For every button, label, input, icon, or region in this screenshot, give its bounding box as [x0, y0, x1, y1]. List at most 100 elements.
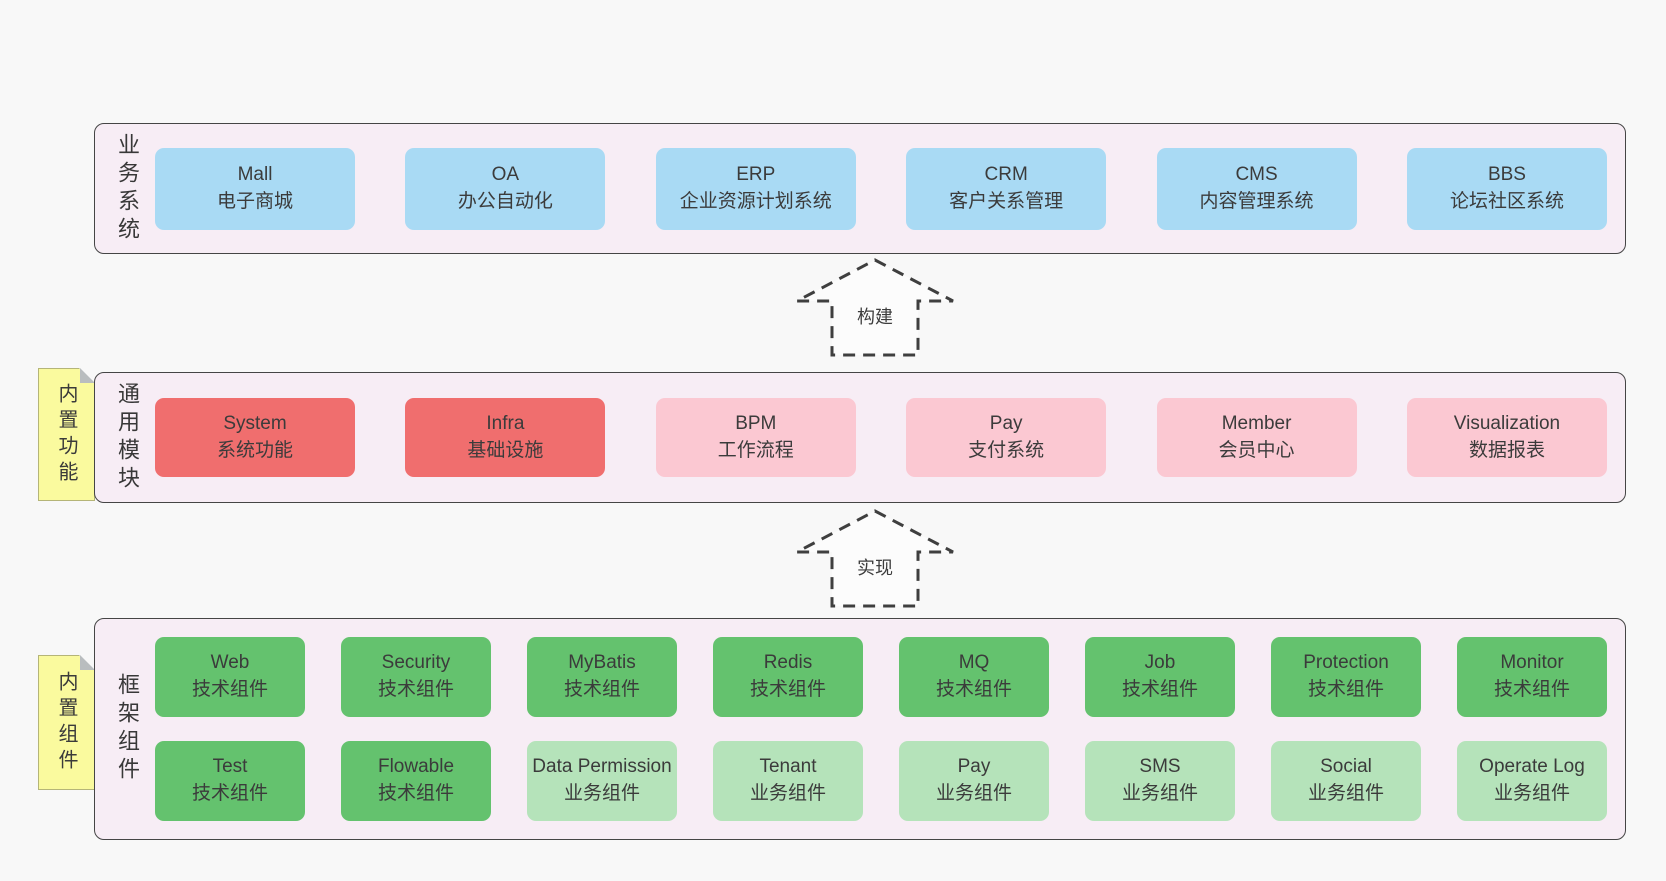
card-sms: SMS 业务组件 [1085, 741, 1235, 821]
card-security: Security 技术组件 [341, 637, 491, 717]
card-monitor: Monitor 技术组件 [1457, 637, 1607, 717]
card-title: Pay [957, 756, 991, 778]
card-subtitle: 技术组件 [935, 679, 1012, 700]
card-title: BPM [735, 412, 777, 434]
card-title: Security [381, 652, 451, 674]
card-cms: CMS 内容管理系统 [1156, 147, 1357, 230]
framework-row-2: Test 技术组件 Flowable 技术组件 Data Permission … [155, 741, 1607, 821]
card-subtitle: 业务组件 [563, 783, 640, 804]
card-pay-system: Pay 支付系统 [906, 398, 1107, 477]
card-subtitle: 数据报表 [1468, 439, 1545, 461]
card-subtitle: 会员中心 [1218, 439, 1295, 461]
card-title: Operate Log [1479, 756, 1585, 778]
card-mq: MQ 技术组件 [899, 637, 1049, 717]
card-member: Member 会员中心 [1156, 398, 1357, 477]
up-arrow-icon [796, 258, 954, 357]
build-arrow: 构建 [790, 256, 960, 360]
implement-arrow: 实现 [790, 507, 960, 611]
card-title: CMS [1235, 163, 1278, 185]
card-title: Redis [763, 652, 813, 674]
card-subtitle: 技术组件 [1121, 679, 1198, 700]
card-title: Tenant [759, 756, 817, 778]
band-label-framework: 框架组件 [115, 673, 140, 785]
up-arrow-icon [796, 509, 954, 608]
card-title: ERP [736, 163, 776, 185]
card-system: System 系统功能 [155, 398, 355, 477]
card-job: Job 技术组件 [1085, 637, 1235, 717]
card-subtitle: 业务组件 [1493, 783, 1570, 804]
card-operate-log: Operate Log 业务组件 [1457, 741, 1607, 821]
card-infra: Infra 基础设施 [405, 398, 606, 477]
card-subtitle: 客户关系管理 [949, 190, 1064, 212]
card-subtitle: 业务组件 [1121, 783, 1198, 804]
card-crm: CRM 客户关系管理 [906, 147, 1107, 230]
card-subtitle: 技术组件 [191, 783, 268, 804]
card-title: BBS [1487, 163, 1526, 185]
card-title: Flowable [377, 756, 455, 778]
card-subtitle: 技术组件 [191, 679, 268, 700]
card-subtitle: 技术组件 [377, 783, 454, 804]
card-data-permission: Data Permission 业务组件 [527, 741, 677, 821]
card-subtitle: 企业资源计划系统 [679, 190, 832, 212]
card-title: CRM [984, 163, 1028, 185]
card-subtitle: 技术组件 [749, 679, 826, 700]
sticky-built-in-components: 内置组件 [38, 655, 95, 790]
card-title: Job [1144, 652, 1176, 674]
card-title: Social [1320, 756, 1372, 778]
card-title: Data Permission [532, 756, 672, 778]
card-title: Protection [1303, 652, 1389, 674]
card-title: Mall [237, 163, 273, 185]
band-label-business: 业务系统 [115, 132, 140, 245]
card-title: Web [210, 652, 250, 674]
card-subtitle: 技术组件 [1307, 679, 1384, 700]
card-redis: Redis 技术组件 [713, 637, 863, 717]
card-erp: ERP 企业资源计划系统 [655, 147, 856, 230]
card-subtitle: 论坛社区系统 [1449, 190, 1564, 212]
band-common-modules: 通用模块 System 系统功能 Infra 基础设施 BPM 工作流程 Pay… [94, 372, 1626, 503]
card-subtitle: 支付系统 [968, 439, 1045, 461]
sticky-built-in-features: 内置功能 [38, 368, 95, 501]
card-title: System [223, 412, 287, 434]
card-bbs: BBS 论坛社区系统 [1406, 147, 1607, 230]
card-title: OA [491, 163, 520, 185]
card-subtitle: 技术组件 [377, 679, 454, 700]
card-visualization: Visualization 数据报表 [1406, 398, 1607, 477]
card-subtitle: 基础设施 [467, 439, 544, 461]
card-oa: OA 办公自动化 [405, 147, 606, 230]
implement-arrow-label: 实现 [857, 558, 893, 578]
band-framework-components: 框架组件 Web 技术组件 Security 技术组件 MyBatis 技术组件… [94, 618, 1626, 840]
card-subtitle: 业务组件 [749, 783, 826, 804]
card-pay-component: Pay 业务组件 [899, 741, 1049, 821]
framework-row-1: Web 技术组件 Security 技术组件 MyBatis 技术组件 Redi… [155, 637, 1607, 717]
card-subtitle: 办公自动化 [457, 190, 553, 212]
card-title: Visualization [1453, 412, 1561, 434]
band-label-modules: 通用模块 [115, 381, 140, 494]
card-subtitle: 工作流程 [717, 439, 794, 461]
card-title: MyBatis [568, 652, 636, 674]
card-bpm: BPM 工作流程 [655, 398, 856, 477]
card-title: Member [1221, 412, 1292, 434]
card-mall: Mall 电子商城 [155, 147, 355, 230]
card-title: Infra [486, 412, 525, 434]
card-subtitle: 电子商城 [216, 190, 293, 212]
card-title: SMS [1139, 756, 1181, 778]
build-arrow-label: 构建 [857, 307, 893, 327]
card-mybatis: MyBatis 技术组件 [527, 637, 677, 717]
business-cards-row: Mall 电子商城 OA 办公自动化 ERP 企业资源计划系统 CRM 客户关系… [153, 124, 1625, 253]
band-business-systems: 业务系统 Mall 电子商城 OA 办公自动化 ERP 企业资源计划系统 CRM… [94, 123, 1626, 254]
card-web: Web 技术组件 [155, 637, 305, 717]
card-subtitle: 业务组件 [1307, 783, 1384, 804]
card-subtitle: 技术组件 [1493, 679, 1570, 700]
card-social: Social 业务组件 [1271, 741, 1421, 821]
card-flowable: Flowable 技术组件 [341, 741, 491, 821]
module-cards-row: System 系统功能 Infra 基础设施 BPM 工作流程 Pay 支付系统… [153, 373, 1625, 502]
card-test: Test 技术组件 [155, 741, 305, 821]
card-title: Pay [989, 412, 1023, 434]
card-protection: Protection 技术组件 [1271, 637, 1421, 717]
card-subtitle: 系统功能 [216, 439, 293, 461]
framework-cards-grid: Web 技术组件 Security 技术组件 MyBatis 技术组件 Redi… [153, 619, 1625, 839]
card-subtitle: 内容管理系统 [1199, 190, 1314, 212]
card-title: Test [212, 756, 248, 778]
card-title: MQ [958, 652, 990, 674]
